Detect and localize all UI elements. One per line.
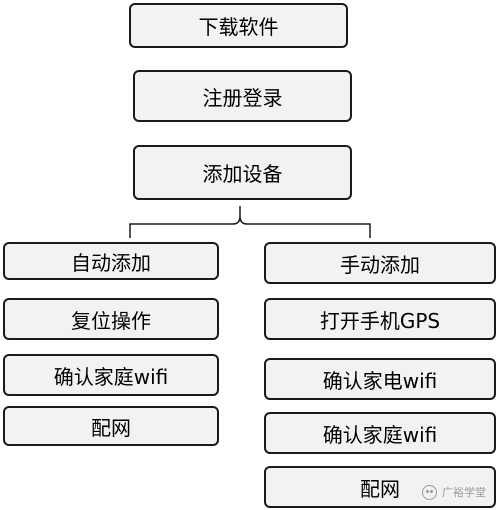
auto-step-confirm-home-wifi-label: 确认家庭wifi (53, 364, 169, 389)
step-add-device-label: 添加设备 (202, 162, 283, 186)
manual-step-open-gps-label: 打开手机GPS (319, 308, 441, 333)
step-register-login-label: 注册登录 (202, 85, 283, 110)
auto-step-network-pairing-label: 配网 (91, 415, 131, 440)
auto-step-network-pairing: 配网 (3, 406, 219, 446)
manual-step-network-pairing-label: 配网 (360, 476, 400, 501)
branch-bracket-line (129, 206, 371, 238)
manual-step-confirm-home-wifi: 确认家庭wifi (264, 412, 496, 454)
step-register-login: 注册登录 (133, 70, 352, 122)
watermark: 广裕学堂 (422, 484, 486, 500)
auto-step-confirm-home-wifi: 确认家庭wifi (3, 354, 219, 396)
step-download-app-label: 下载软件 (198, 15, 279, 39)
branch-manual-add-label: 手动添加 (340, 252, 420, 277)
auto-step-reset: 复位操作 (3, 298, 219, 340)
wechat-icon (422, 484, 437, 500)
step-download-app: 下载软件 (129, 3, 348, 48)
manual-step-open-gps: 打开手机GPS (264, 298, 496, 340)
manual-step-confirm-appliance-wifi: 确认家电wifi (264, 358, 496, 400)
auto-step-reset-label: 复位操作 (71, 308, 151, 333)
manual-step-confirm-appliance-wifi-label: 确认家电wifi (322, 368, 438, 393)
branch-auto-add: 自动添加 (3, 242, 219, 280)
manual-step-confirm-home-wifi-label: 确认家庭wifi (322, 422, 438, 447)
manual-step-network-pairing: 配网 (264, 466, 496, 508)
step-add-device: 添加设备 (133, 145, 352, 200)
watermark-text: 广裕学堂 (442, 486, 486, 499)
branch-manual-add: 手动添加 (264, 242, 496, 284)
branch-auto-add-label: 自动添加 (71, 250, 151, 275)
